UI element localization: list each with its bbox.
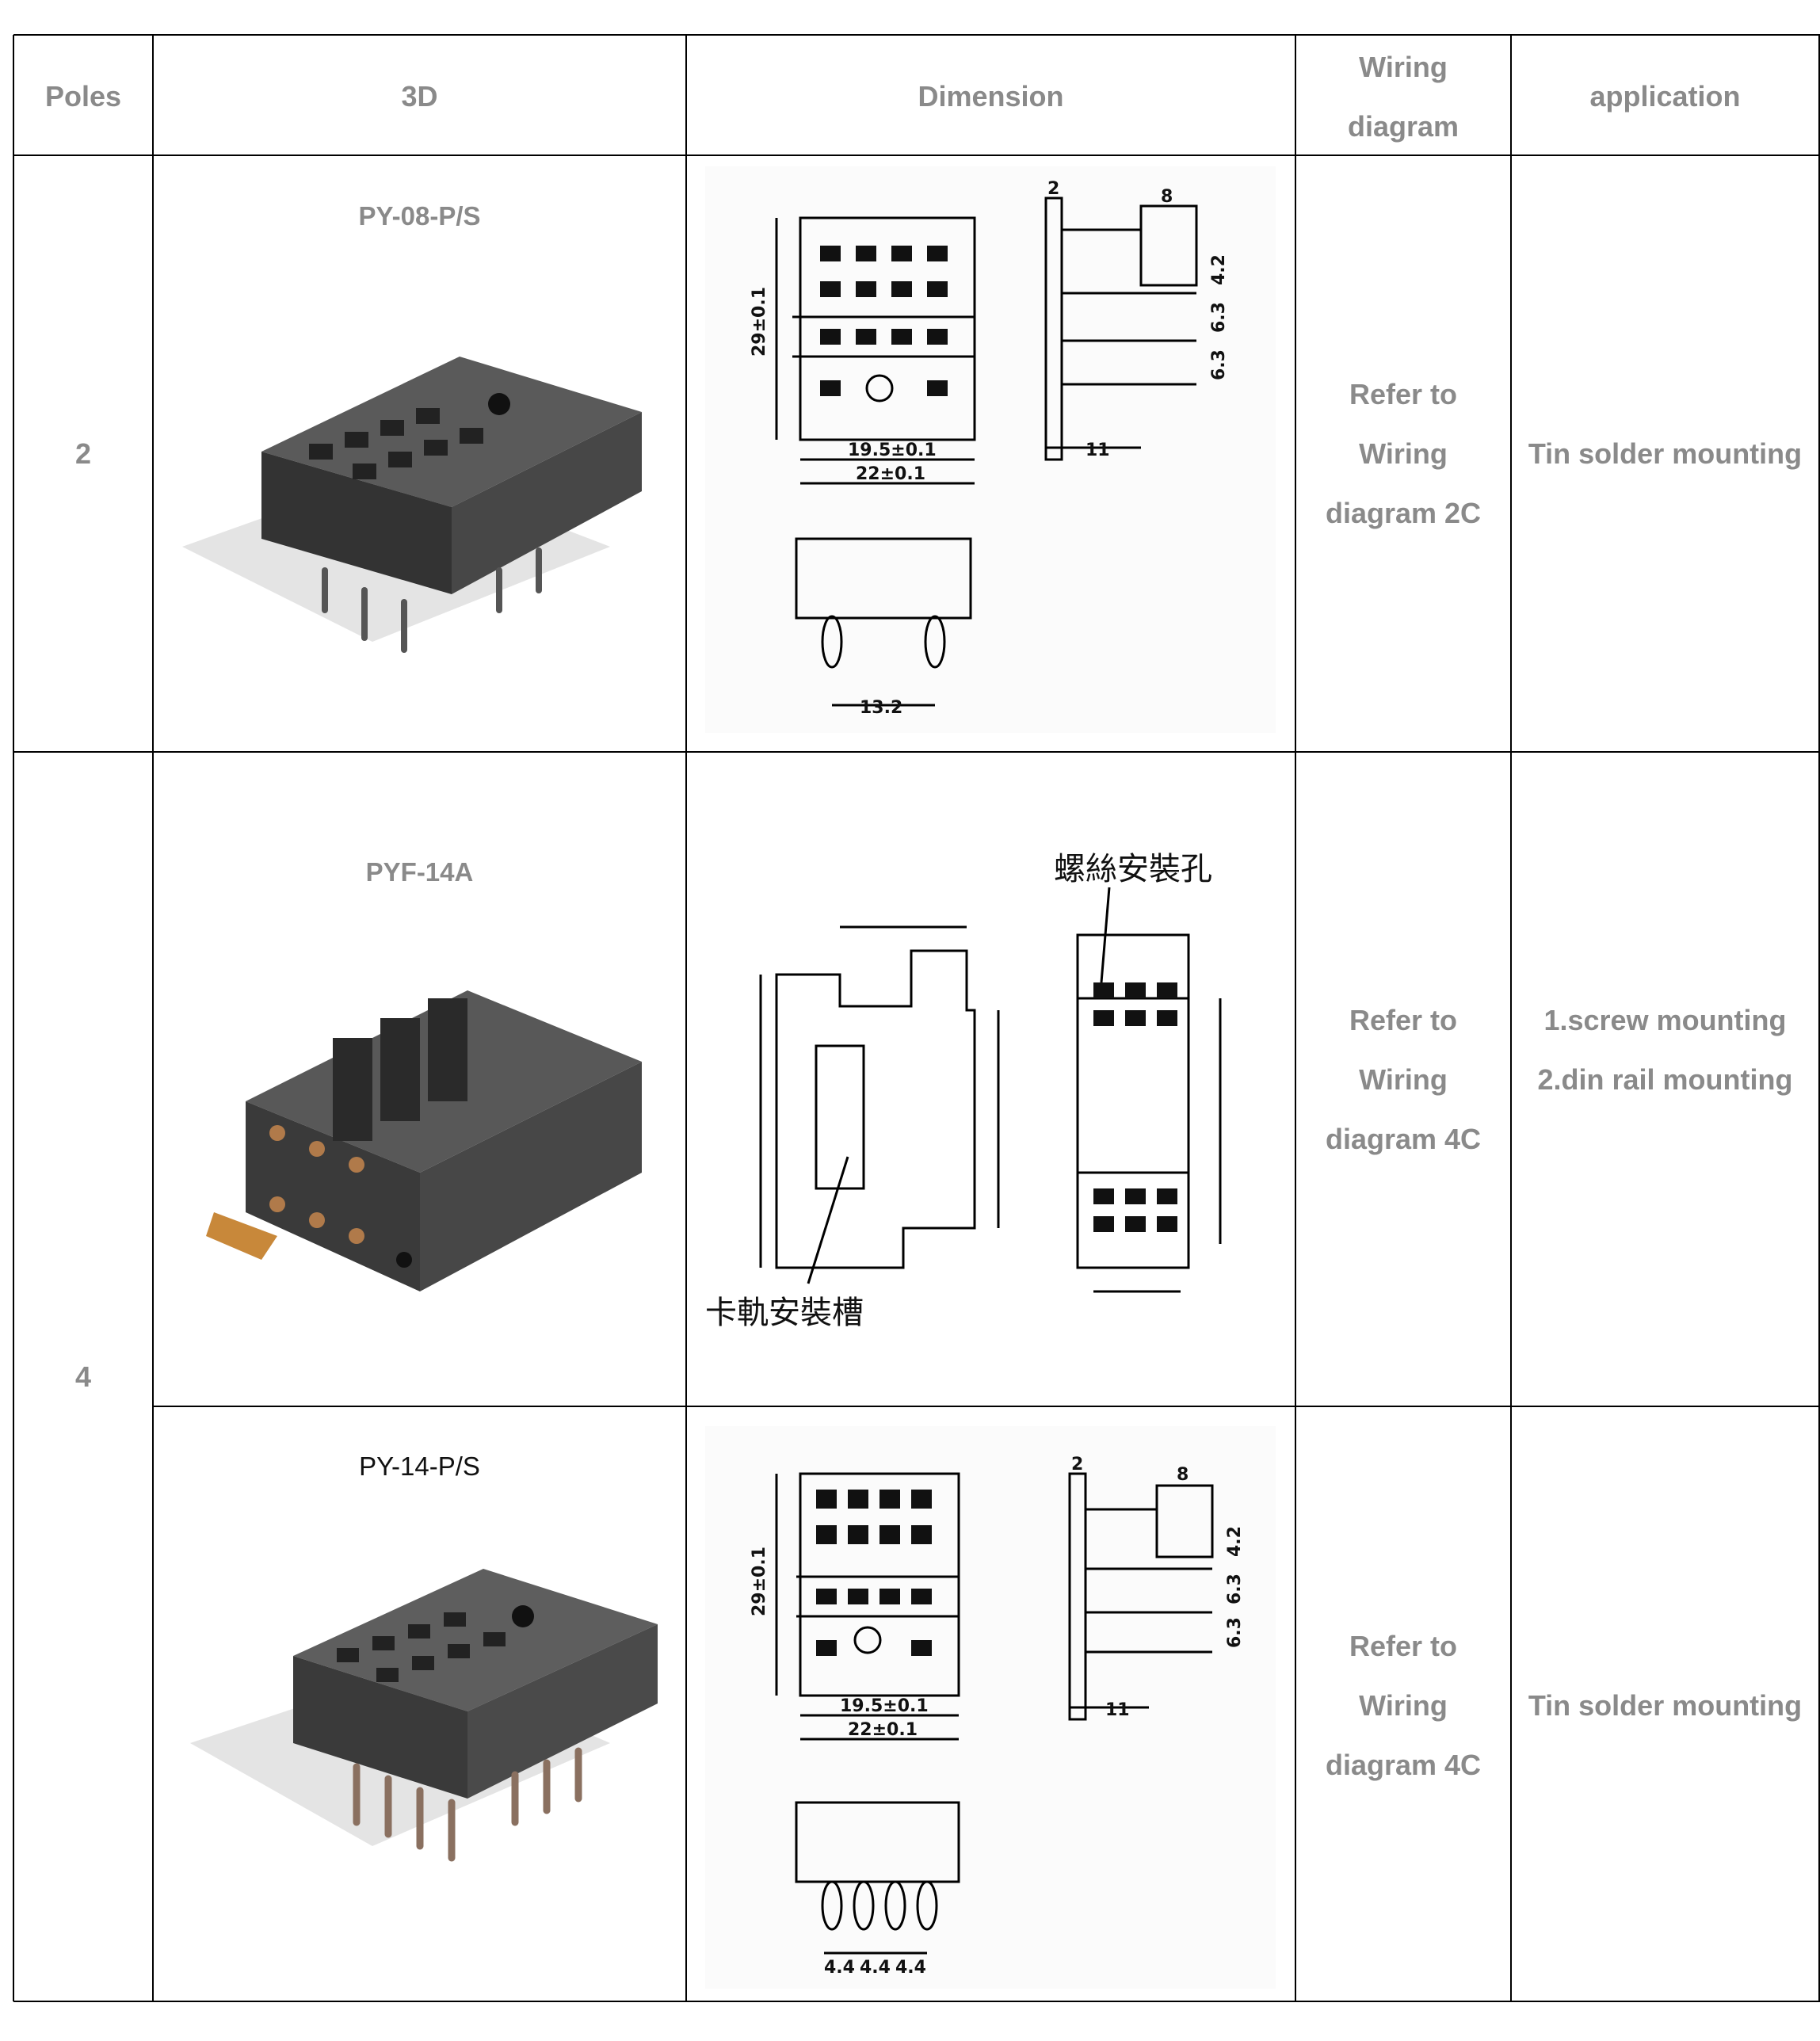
dim-outer-width: 22±0.1 — [848, 1720, 918, 1740]
dim-pin-pitch: 4.4 — [860, 1958, 891, 1978]
dim-side-top: 2 — [1047, 179, 1059, 199]
application-text: Tin solder mounting — [1528, 437, 1803, 470]
application-text: 1.screw mounting — [1543, 1004, 1787, 1036]
application-text: 2.din rail mounting — [1537, 1063, 1793, 1096]
header-3d: 3D — [401, 80, 438, 113]
wiring-text: Refer to — [1349, 1004, 1458, 1036]
model-name: PY-14-P/S — [359, 1452, 480, 1481]
wiring-text: Wiring — [1359, 1063, 1448, 1096]
wiring-text: Wiring — [1359, 437, 1448, 470]
dim-pitch: 4.2 — [1225, 1526, 1245, 1557]
header-dimension: Dimension — [918, 80, 1064, 113]
dimension-drawing-py14: 29±0.1 19.5±0.1 22±0.1 4.4 4.4 4.4 2 8 1… — [705, 1426, 1276, 1989]
poles-cell-4: 4 — [74, 1360, 92, 1393]
dim-side-top: 2 — [1071, 1455, 1083, 1474]
model-name: PYF-14A — [365, 857, 474, 887]
dimension-drawing-pyf14a: 螺絲安裝孔 卡軌安裝槽 — [705, 851, 1222, 1331]
wiring-text: diagram 4C — [1325, 1123, 1482, 1155]
dim-side-pin: 8 — [1177, 1465, 1189, 1485]
dim-pitch: 6.3 — [1209, 349, 1229, 380]
product-image-pyf14a — [206, 990, 642, 1291]
dim-height: 29±0.1 — [750, 287, 769, 357]
callout-rail-slot: 卡軌安裝槽 — [705, 1295, 864, 1331]
dim-side-base: 11 — [1086, 441, 1110, 460]
header-poles: Poles — [44, 80, 122, 113]
dim-pitch: 6.3 — [1209, 302, 1229, 333]
model-name: PY-08-P/S — [358, 201, 481, 231]
dim-pin-pitch: 4.4 — [895, 1958, 926, 1978]
dim-pin-gap: 13.2 — [860, 698, 902, 718]
dim-height: 29±0.1 — [750, 1547, 769, 1616]
dimension-drawing-py08: 29±0.1 19.5±0.1 22±0.1 13.2 2 8 11 4.2 6… — [705, 166, 1276, 733]
poles-cell-2: 2 — [74, 437, 92, 470]
wiring-text: Refer to — [1349, 378, 1458, 410]
dim-side-base: 11 — [1105, 1700, 1130, 1720]
wiring-text: diagram 2C — [1325, 497, 1482, 529]
wiring-text: Wiring — [1359, 1689, 1448, 1722]
wiring-text: Refer to — [1349, 1630, 1458, 1662]
wiring-text: diagram 4C — [1325, 1749, 1482, 1781]
callout-screw-hole: 螺絲安裝孔 — [1054, 851, 1212, 887]
product-image-py14 — [190, 1569, 658, 1862]
dim-side-pin: 8 — [1161, 187, 1173, 207]
header-wiring-line1: Wiring — [1359, 51, 1448, 83]
dim-pitch: 4.2 — [1209, 254, 1229, 285]
dim-inner-width: 19.5±0.1 — [840, 1696, 929, 1716]
application-text: Tin solder mounting — [1528, 1689, 1803, 1722]
header-application: application — [1589, 80, 1741, 113]
product-image-py08 — [182, 357, 642, 653]
dim-inner-width: 19.5±0.1 — [848, 441, 937, 460]
dim-outer-width: 22±0.1 — [856, 464, 925, 484]
dim-pin-pitch: 4.4 — [824, 1958, 855, 1978]
dim-pitch: 6.3 — [1225, 1574, 1245, 1604]
header-wiring-line2: diagram — [1347, 110, 1459, 143]
dim-pitch: 6.3 — [1225, 1617, 1245, 1648]
